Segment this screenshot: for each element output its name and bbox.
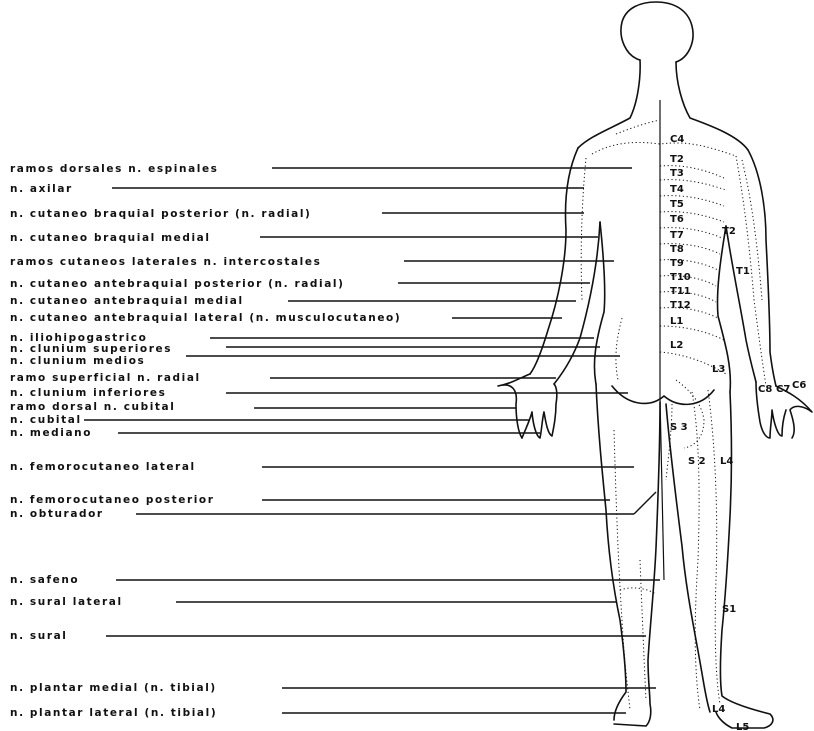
label-mediano: n. mediano [10,427,92,439]
label-ramos-dorsales: ramos dorsales n. espinales [10,163,219,175]
segment-labels: C4 T2 T3 T4 T5 T6 T7 T8 T9 T10 T11 T12 L… [670,134,806,731]
segment-c7: C7 [776,384,790,395]
label-cutaneo-braquial-medial: n. cutaneo braquial medial [10,232,211,244]
segment-l3: L3 [712,364,725,375]
segment-c8: C8 [758,384,772,395]
segment-t2: T2 [670,154,684,165]
segment-t3: T3 [670,168,684,179]
label-sural: n. sural [10,630,68,642]
label-axilar: n. axilar [10,183,73,195]
label-clunium-medios: n. clunium medios [10,355,145,367]
label-cutaneo-antebraquial-lateral: n. cutaneo antebraquial lateral (n. musc… [10,312,401,324]
segment-t12: T12 [670,300,691,311]
segment-t11: T11 [670,286,691,297]
segment-t5: T5 [670,199,684,210]
segment-t4: T4 [670,184,684,195]
segment-l4: L4 [720,456,733,467]
body-outline [498,2,812,728]
label-obturador: n. obturador [10,508,104,520]
label-cutaneo-braquial-posterior: n. cutaneo braquial posterior (n. radial… [10,208,311,220]
label-clunium-inferiores: n. clunium inferiores [10,387,166,399]
segment-c4: C4 [670,134,684,145]
segment-l5: L5 [736,722,749,731]
segment-t8: T8 [670,244,684,255]
segment-t9: T9 [670,258,684,269]
label-ramo-dorsal-cubital: ramo dorsal n. cubital [10,401,175,413]
label-plantar-medial: n. plantar medial (n. tibial) [10,682,217,694]
label-ramo-superficial-radial: ramo superficial n. radial [10,372,201,384]
label-plantar-lateral: n. plantar lateral (n. tibial) [10,707,217,719]
segment-t6: T6 [670,214,684,225]
label-femorocutaneo-lateral: n. femorocutaneo lateral [10,461,196,473]
label-clunium-superiores: n. clunium superiores [10,343,172,355]
segment-t1-arm: T1 [736,266,750,277]
label-femorocutaneo-posterior: n. femorocutaneo posterior [10,494,215,506]
label-sural-lateral: n. sural lateral [10,596,123,608]
label-safeno: n. safeno [10,574,79,586]
label-cutaneo-antebraquial-posterior: n. cutaneo antebraquial posterior (n. ra… [10,278,345,290]
segment-s2: S 2 [688,456,706,467]
segment-t10: T10 [670,272,691,283]
segment-s1: S1 [722,604,736,615]
segment-l4-foot: L4 [712,704,725,715]
label-ramos-cutaneos-laterales: ramos cutaneos laterales n. intercostale… [10,256,321,268]
leader-lines [84,168,660,713]
segment-l2: L2 [670,340,683,351]
label-cutaneo-antebraquial-medial: n. cutaneo antebraquial medial [10,295,244,307]
segment-l1: L1 [670,316,683,327]
segment-s3: S 3 [670,422,688,433]
label-cubital: n. cubital [10,414,82,426]
segment-t7: T7 [670,230,684,241]
segment-t2-arm: T2 [722,226,736,237]
segment-c6: C6 [792,380,806,391]
